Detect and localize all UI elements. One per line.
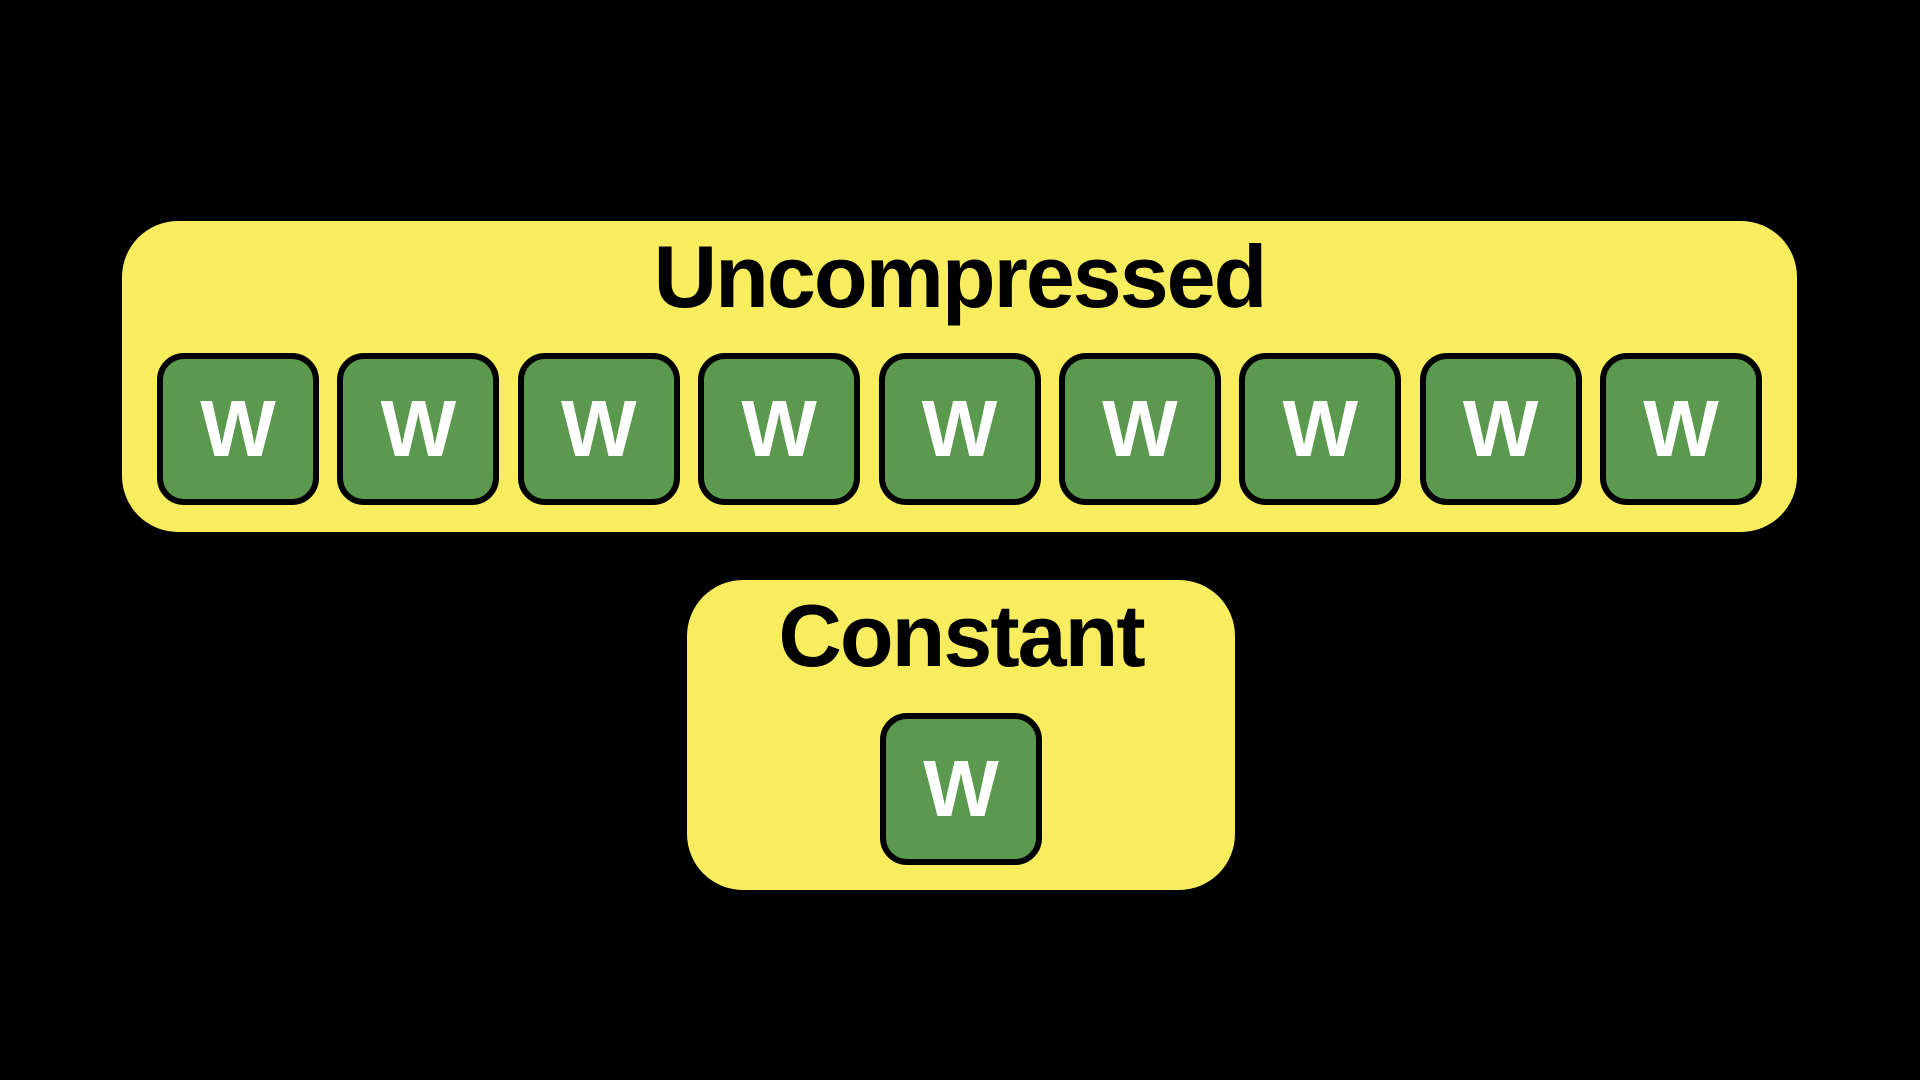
constant-weight-cell: W: [880, 713, 1042, 865]
uncompressed-title: Uncompressed: [653, 227, 1268, 326]
constant-cells-row: W: [880, 713, 1042, 865]
constant-container: Constant W: [687, 580, 1235, 890]
uncompressed-weight-cell: W: [337, 353, 500, 505]
uncompressed-weight-cell: W: [1058, 353, 1221, 505]
uncompressed-weight-cell: W: [878, 353, 1041, 505]
uncompressed-weight-cell: W: [1600, 353, 1762, 505]
uncompressed-weight-cell: W: [698, 353, 861, 505]
constant-title: Constant: [778, 586, 1145, 685]
uncompressed-weight-cell: W: [1239, 353, 1402, 505]
uncompressed-weight-cell: W: [517, 353, 680, 505]
uncompressed-weight-cell: W: [1419, 353, 1582, 505]
uncompressed-weight-cell: W: [157, 353, 319, 505]
